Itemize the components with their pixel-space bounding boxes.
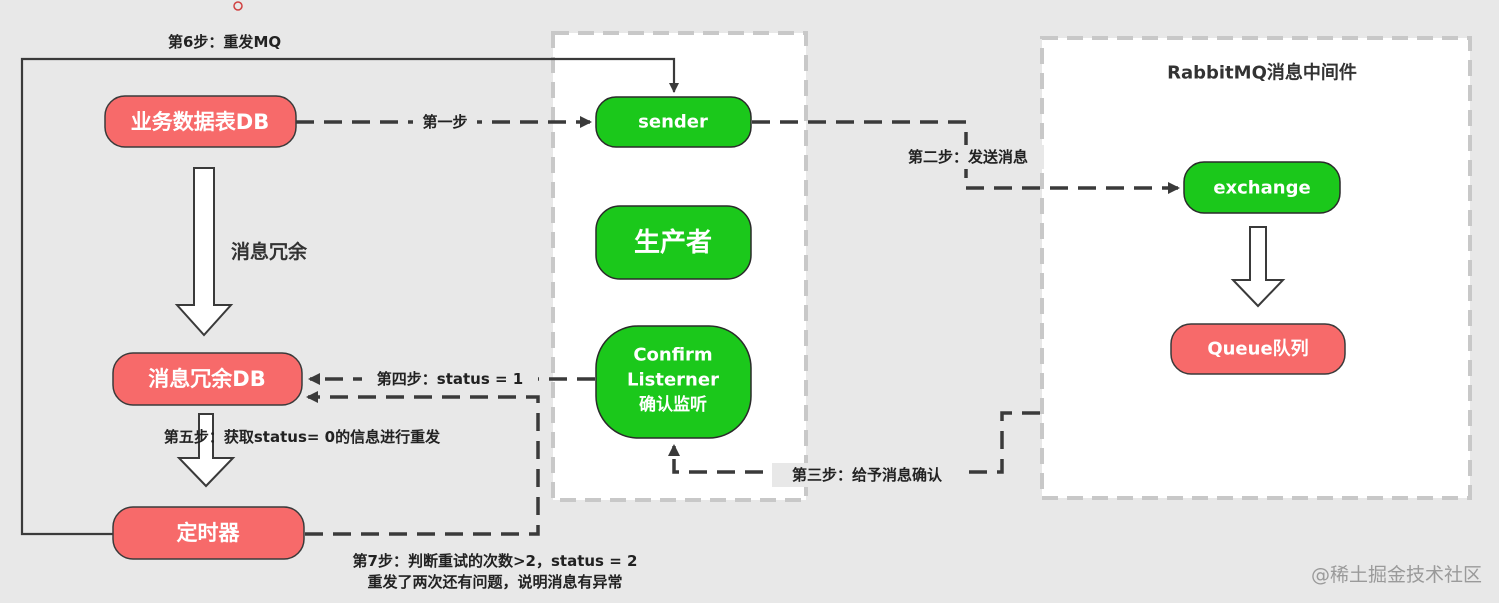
producer-node[interactable]: [595, 205, 752, 280]
step3-label: 第三步：给予消息确认: [792, 466, 943, 484]
confirm-label-line3: 确认监听: [639, 394, 707, 415]
redundant-db-node[interactable]: [112, 352, 303, 406]
watermark: @稀土掘金技术社区: [1311, 564, 1482, 586]
exchange-node[interactable]: [1183, 161, 1341, 214]
step4-label: 第四步：status = 1: [377, 370, 523, 388]
redundant-db-label: 消息冗余DB: [148, 367, 265, 391]
queue-label: Queue队列: [1207, 338, 1308, 360]
timer-label: 定时器: [177, 521, 241, 545]
business-db-label: 业务数据表DB: [131, 110, 269, 134]
sender-node[interactable]: [595, 96, 752, 148]
step7-label-line1: 第7步：判断重试的次数>2，status = 2: [353, 552, 638, 570]
redundancy-arrow: [174, 167, 234, 337]
step6-connector: [20, 57, 679, 536]
confirm-label-line1: Confirm: [633, 345, 712, 366]
step5-label: 第五步：获取status= 0的信息进行重发: [164, 428, 441, 446]
confirm-label-line2: Listerner: [627, 370, 719, 391]
step6-label: 第6步：重发MQ: [168, 33, 281, 51]
step4-label-bg: [362, 367, 538, 391]
producer-label: 生产者: [634, 228, 712, 258]
business-db-node[interactable]: [104, 95, 297, 148]
step2-label-bg: [892, 145, 1044, 169]
step3-label-bg: [772, 463, 962, 487]
sender-label: sender: [638, 112, 708, 133]
step1-label: 第一步: [422, 113, 467, 131]
marker-dot: [233, 1, 243, 11]
step7-label-line2: 重发了两次还有问题，说明消息有异常: [367, 573, 622, 591]
confirm-listener-node[interactable]: [595, 325, 752, 439]
step1-label-bg: [413, 110, 477, 134]
exchange-to-queue-arrow: [1230, 226, 1286, 308]
redundancy-label: 消息冗余: [231, 240, 308, 263]
timer-node[interactable]: [112, 506, 305, 560]
step7-connector: [305, 391, 540, 536]
rabbitmq-panel-title: RabbitMQ消息中间件: [1167, 62, 1357, 84]
queue-node[interactable]: [1170, 323, 1346, 375]
step3-connector: [668, 411, 1040, 474]
exchange-label: exchange: [1213, 178, 1310, 199]
step2-label: 第二步：发送消息: [908, 148, 1028, 166]
resend-arrow: [176, 413, 236, 488]
